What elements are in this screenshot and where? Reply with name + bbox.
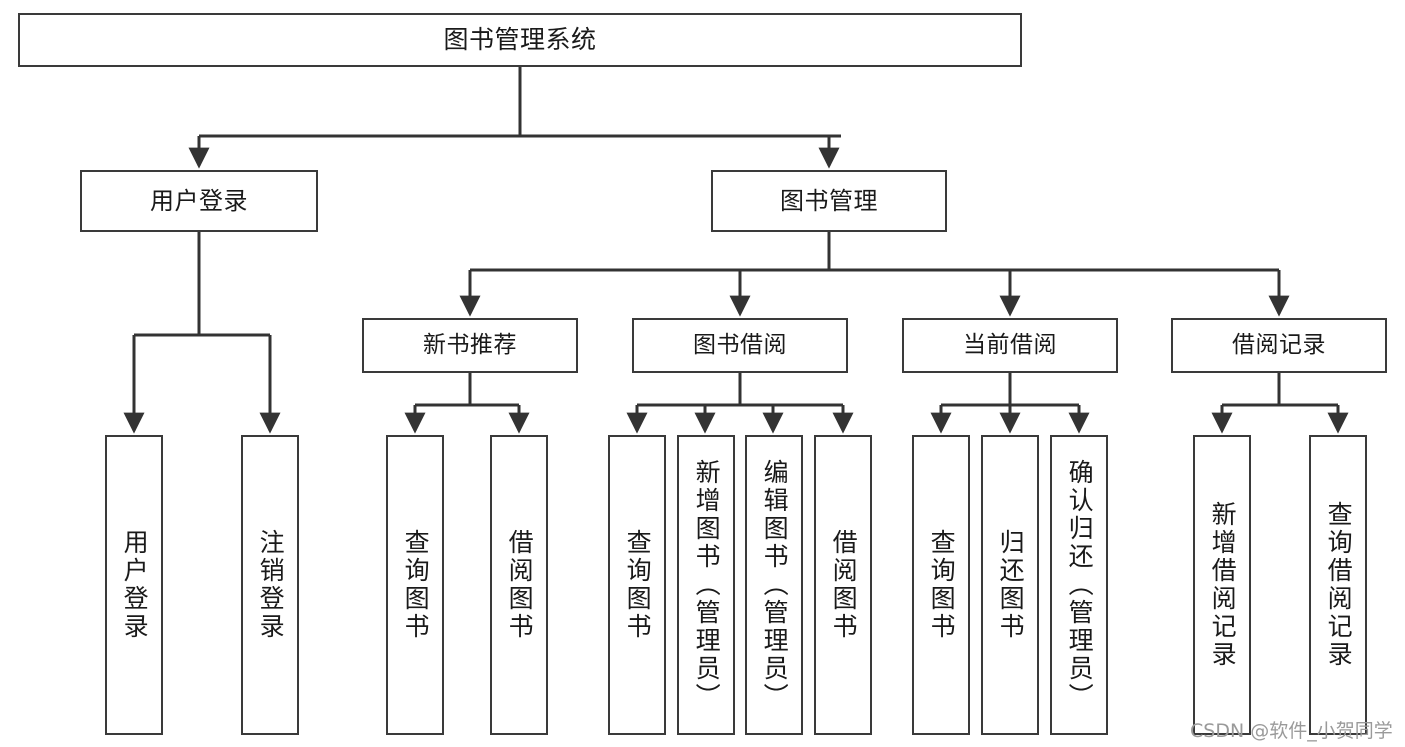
node-borrow-record[interactable]: 借阅记录 [1171,318,1387,373]
node-current-borrow[interactable]: 当前借阅 [902,318,1118,373]
node-label: 借阅图书 [505,529,535,641]
node-label: 新增图书（管理员） [692,459,722,711]
node-label: 图书管理系统 [443,25,597,55]
node-book-borrow[interactable]: 图书借阅 [632,318,848,373]
node-label: 确认归还（管理员） [1065,459,1095,711]
node-label: 用户登录 [120,529,150,641]
leaf-return-book[interactable]: 归还图书 [981,435,1039,735]
leaf-query-book-borrow[interactable]: 查询图书 [608,435,666,735]
node-label: 查询图书 [401,529,431,641]
node-root[interactable]: 图书管理系统 [18,13,1022,67]
node-label: 归还图书 [996,529,1026,641]
leaf-logout[interactable]: 注销登录 [241,435,299,735]
leaf-edit-book-admin[interactable]: 编辑图书（管理员） [745,435,803,735]
leaf-confirm-return-admin[interactable]: 确认归还（管理员） [1050,435,1108,735]
node-label: 图书借阅 [693,331,787,358]
node-label: 图书管理 [780,186,878,215]
node-label: 查询借阅记录 [1324,501,1354,669]
leaf-add-book-admin[interactable]: 新增图书（管理员） [677,435,735,735]
node-user-login[interactable]: 用户登录 [80,170,318,232]
node-label: 借阅图书 [829,529,859,641]
node-label: 用户登录 [150,186,248,215]
leaf-borrow-book-recommend[interactable]: 借阅图书 [490,435,548,735]
leaf-borrow-book[interactable]: 借阅图书 [814,435,872,735]
leaf-user-login[interactable]: 用户登录 [105,435,163,735]
leaf-query-borrow-record[interactable]: 查询借阅记录 [1309,435,1367,735]
leaf-add-borrow-record[interactable]: 新增借阅记录 [1193,435,1251,735]
node-label: 新书推荐 [423,331,517,358]
node-label: 查询图书 [927,529,957,641]
node-label: 查询图书 [623,529,653,641]
node-new-book-recommend[interactable]: 新书推荐 [362,318,578,373]
node-label: 编辑图书（管理员） [760,459,790,711]
node-label: 新增借阅记录 [1208,501,1238,669]
node-label: 当前借阅 [963,331,1057,358]
leaf-query-book-current[interactable]: 查询图书 [912,435,970,735]
node-book-management[interactable]: 图书管理 [711,170,947,232]
node-label: 借阅记录 [1232,331,1326,358]
leaf-query-book-recommend[interactable]: 查询图书 [386,435,444,735]
watermark-text: CSDN @软件_小贺同学 [1190,720,1393,742]
node-label: 注销登录 [256,529,286,641]
